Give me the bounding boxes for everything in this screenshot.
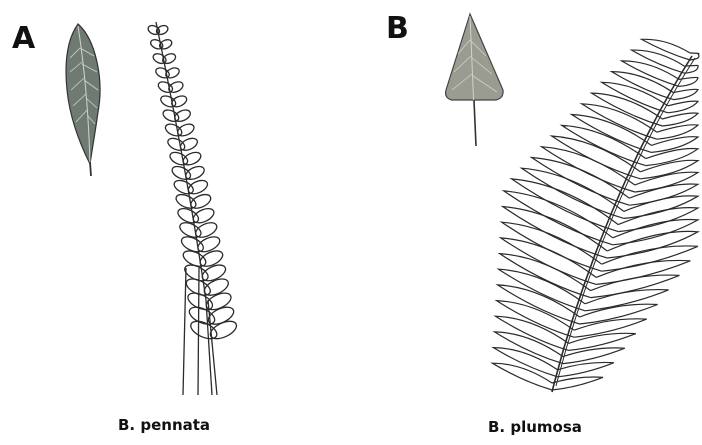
pinna <box>558 362 614 376</box>
pinna <box>580 304 658 324</box>
panel-label-a: A <box>12 24 35 54</box>
frond-plumosa <box>492 39 699 392</box>
pinna <box>585 290 668 311</box>
caption-plumosa: B. plumosa <box>488 418 582 436</box>
pinna <box>607 231 698 258</box>
pinna <box>569 333 636 350</box>
pinna <box>552 377 603 390</box>
pinna <box>495 332 564 364</box>
pinna <box>679 77 698 86</box>
pinna <box>532 158 630 206</box>
pinna <box>512 179 619 232</box>
pinna <box>500 254 591 298</box>
pinna <box>493 348 557 377</box>
lanceolate-leaf-icon <box>66 24 100 176</box>
pinna <box>673 89 698 99</box>
pinna <box>552 136 641 179</box>
pinna <box>503 207 607 258</box>
pinna <box>602 246 698 271</box>
pinna <box>592 93 663 126</box>
panel-label-b: B <box>386 14 409 44</box>
pinna <box>542 147 635 192</box>
triangular-leaf-icon <box>446 14 504 146</box>
frond-pennata <box>147 22 239 395</box>
pinna <box>602 82 668 113</box>
pinna <box>668 101 698 113</box>
pinna <box>501 238 597 285</box>
pinna <box>612 72 674 100</box>
caption-pennata: B. pennata <box>118 416 210 434</box>
pinna <box>613 220 698 245</box>
pinna <box>632 50 685 73</box>
pinna <box>662 113 698 126</box>
pinna <box>640 160 698 178</box>
pinna <box>522 168 624 218</box>
pinna <box>492 363 552 390</box>
